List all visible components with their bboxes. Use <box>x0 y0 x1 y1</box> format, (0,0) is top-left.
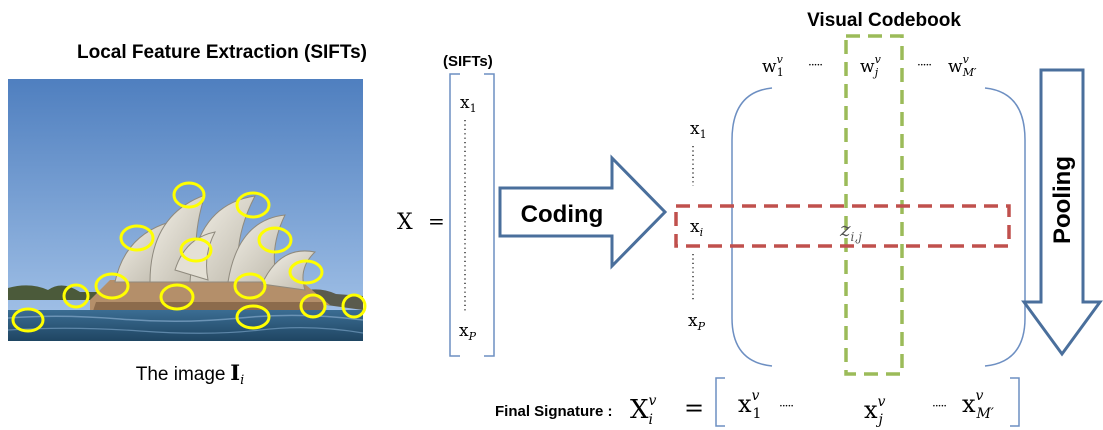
sift-keypoint <box>233 272 267 300</box>
sifts-matrix-symbol: X <box>397 210 413 235</box>
pooling-label: Pooling <box>1049 156 1076 244</box>
sift-keypoint <box>62 283 90 309</box>
coding-arrow <box>498 154 668 270</box>
codebook-row-mid: xi <box>690 217 703 239</box>
sift-keypoints <box>11 181 367 333</box>
codebook-title: Visual Codebook <box>807 10 961 31</box>
sift-keypoint <box>235 191 271 219</box>
sift-keypoint <box>159 283 195 311</box>
sift-keypoint <box>341 293 367 319</box>
sift-keypoint <box>299 293 327 319</box>
pooling-arrow <box>1021 68 1103 357</box>
signature-right-bracket <box>1010 377 1020 427</box>
sift-keypoint <box>11 307 45 333</box>
code-cell: zi,j <box>839 217 862 244</box>
sifts-equals: = <box>428 209 445 233</box>
final-signature-label: Final Signature : <box>495 403 613 420</box>
sift-keypoint <box>235 304 271 330</box>
codebook-row-first: x1 <box>690 119 707 141</box>
sifts-row-last: xP <box>459 321 477 343</box>
opera-house-photo <box>8 79 363 341</box>
sift-keypoint <box>288 259 324 285</box>
signature-dots-right: ····· <box>932 399 946 413</box>
sift-keypoint <box>257 226 293 254</box>
sifts-left-bracket <box>449 73 460 357</box>
signature-equals: = <box>684 394 704 422</box>
sifts-row-first: x1 <box>460 93 477 115</box>
image-caption: The image Ii <box>136 360 245 388</box>
codebook-row-last: xP <box>688 311 706 333</box>
signature-dots-left: ····· <box>779 399 793 413</box>
sifts-right-bracket <box>484 73 495 357</box>
coding-label: Coding <box>521 201 604 228</box>
feature-extraction-title: Local Feature Extraction (SIFTs) <box>77 42 367 63</box>
sift-keypoint <box>94 272 130 300</box>
sift-keypoint <box>172 181 206 209</box>
sift-keypoint <box>119 224 155 252</box>
codebook-left-paren <box>731 87 773 367</box>
codebook-right-paren <box>984 87 1026 367</box>
codebook-col-dots-right: ····· <box>917 58 931 72</box>
signature-left-bracket <box>715 377 725 427</box>
sift-keypoint <box>179 237 213 263</box>
codebook-col-dots-left: ····· <box>808 58 822 72</box>
sifts-header: (SIFTs) <box>443 53 493 70</box>
feature-row-highlight <box>674 204 1011 248</box>
